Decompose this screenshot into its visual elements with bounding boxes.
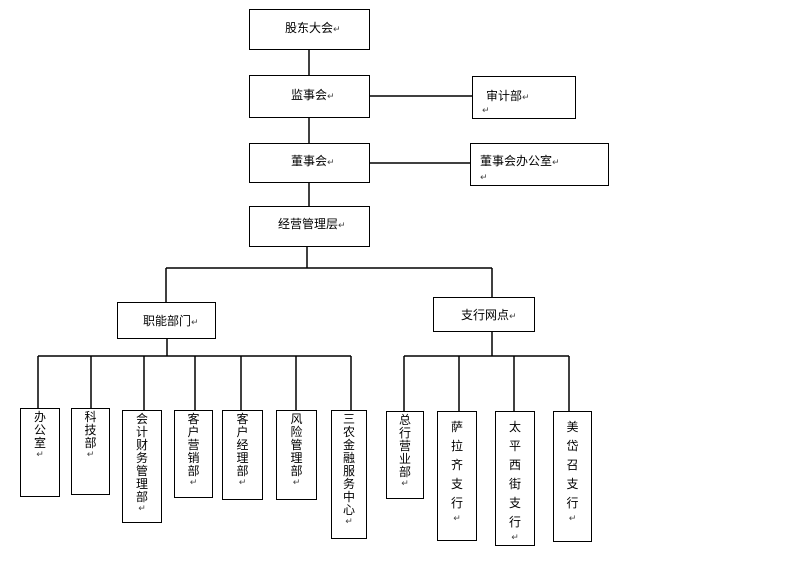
dept-label: 三农金融服务中心↵ <box>342 412 355 528</box>
audit-dept-box: 审计部↵ ↵ <box>472 76 576 119</box>
board-of-directors-box: 董事会↵ <box>249 143 370 183</box>
branch-network-box: 支行网点↵ <box>433 297 535 332</box>
branch-box: 太平西街支行↵ <box>495 411 535 546</box>
supervisory-board-box: 监事会↵ <box>249 75 370 118</box>
functional-departments-box: 职能部门↵ <box>117 302 216 339</box>
shareholders-meeting-label: 股东大会↵ <box>285 21 341 35</box>
branch-label: 美岱召支行↵ <box>566 420 579 524</box>
dept-box: 办公室↵ <box>20 408 60 497</box>
dept-label: 客户经理部↵ <box>236 412 249 489</box>
dept-box: 客户经理部↵ <box>222 410 263 500</box>
dept-label: 会计财务管理部↵ <box>135 412 148 515</box>
dept-box: 会计财务管理部↵ <box>122 410 162 523</box>
management-label: 经营管理层↵ <box>278 217 346 231</box>
paragraph-mark: ↵ <box>482 106 490 116</box>
audit-dept-label: 审计部↵ <box>486 89 530 103</box>
branch-label: 总行营业部↵ <box>398 413 411 490</box>
dept-box: 客户营销部↵ <box>174 410 213 498</box>
branch-box: 总行营业部↵ <box>386 411 424 499</box>
branch-label: 太平西街支行↵ <box>508 420 521 543</box>
branch-network-label: 支行网点↵ <box>461 308 517 322</box>
shareholders-meeting-box: 股东大会↵ <box>249 9 370 50</box>
management-box: 经营管理层↵ <box>249 206 370 247</box>
branch-box: 萨拉齐支行↵ <box>437 411 477 541</box>
dept-label: 客户营销部↵ <box>187 412 200 489</box>
paragraph-mark: ↵ <box>480 173 488 183</box>
dept-box: 风险管理部↵ <box>276 410 317 500</box>
board-office-label: 董事会办公室↵ <box>480 154 560 168</box>
dept-label: 科技部↵ <box>84 410 97 461</box>
dept-box: 三农金融服务中心↵ <box>331 410 367 539</box>
dept-label: 办公室↵ <box>33 410 46 461</box>
board-of-directors-label: 董事会↵ <box>291 154 335 168</box>
dept-box: 科技部↵ <box>71 408 110 495</box>
board-office-box: 董事会办公室↵ ↵ <box>470 143 609 186</box>
supervisory-board-label: 监事会↵ <box>291 88 335 102</box>
branch-label: 萨拉齐支行↵ <box>450 420 463 524</box>
dept-label: 风险管理部↵ <box>290 412 303 489</box>
branch-box: 美岱召支行↵ <box>553 411 592 542</box>
functional-departments-label: 职能部门↵ <box>143 314 199 328</box>
